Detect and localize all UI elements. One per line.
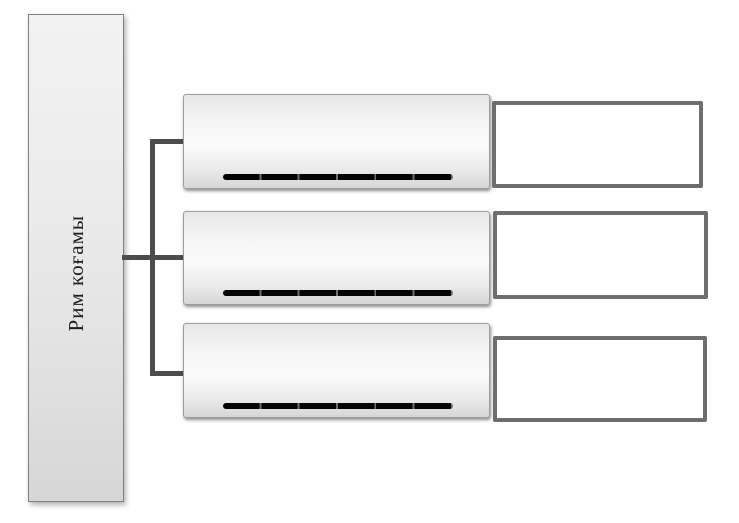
- connector-vertical-trunk: [150, 139, 155, 376]
- branch-node-box-3: [183, 323, 490, 418]
- root-node-box: Рим коғамы: [28, 14, 124, 502]
- branch-node-box-1: [183, 94, 490, 189]
- answer-box-3: [493, 336, 707, 422]
- answer-box-1: [492, 101, 703, 188]
- connector-branch1-stub: [150, 139, 183, 144]
- branch-node-box-2: [183, 211, 490, 305]
- blank-line-3: [223, 403, 453, 409]
- root-node-label: Рим коғамы: [63, 214, 88, 332]
- blank-line-1: [223, 174, 453, 180]
- connector-branch3-stub: [150, 371, 183, 376]
- answer-box-2: [493, 211, 708, 299]
- blank-line-2: [223, 290, 453, 296]
